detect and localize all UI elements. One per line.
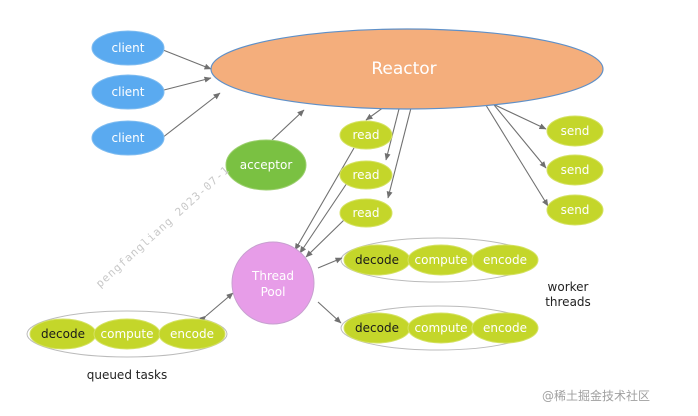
task-label: compute [415,321,468,335]
arrow-acceptor-reactor [265,109,305,147]
client-label: client [112,85,145,99]
acceptor-label: acceptor [240,158,293,172]
read-label: read [352,128,379,142]
arrow-client3-reactor [161,92,221,139]
reactor-label: Reactor [371,59,436,79]
worker-threads-caption-line1: worker [548,280,589,294]
task-label: compute [415,253,468,267]
arrow-read2-pool [299,182,348,254]
client-label: client [112,131,145,145]
worker-task-compute-2: compute [407,312,475,344]
task-label: decode [355,321,399,335]
task-label: decode [41,327,85,341]
arrow-pool-worker2 [317,301,342,324]
task-label: decode [355,253,399,267]
read-node-1: read [339,120,393,150]
arrow-pool-worker1 [317,257,343,269]
queued-group-outline [26,310,228,358]
worker-task-decode-2: decode [343,312,411,344]
send-node-1: send [546,115,604,147]
task-label: encode [170,327,214,341]
read-label: read [352,168,379,182]
arrow-client2-reactor [159,76,212,92]
thread-pool-node: Thread Pool [231,241,315,325]
watermark-text: pengfangliang 2023-07-1 [93,163,232,290]
queued-tasks-caption: queued tasks [87,368,168,382]
footer-credit: @稀土掘金技术社区 [542,388,650,403]
worker-task-encode-1: encode [471,244,539,276]
thread-pool-label-line1: Thread [251,269,294,283]
arrow-read1-pool [294,147,355,251]
queued-task-compute: compute [93,318,161,350]
client-label: client [112,41,145,55]
queued-task-decode: decode [29,318,97,350]
client-node-1: client [91,30,165,66]
arrow-reactor-send2 [489,99,547,169]
client-node-2: client [91,74,165,110]
arrow-queued-pool [199,292,234,323]
connections [157,47,549,324]
client-node-3: client [91,120,165,156]
arrow-reactor-send3 [483,101,549,207]
task-label: encode [483,253,527,267]
worker-task-decode-1: decode [343,244,411,276]
worker-threads-caption-line2: threads [545,295,591,309]
thread-pool-label-line2: Pool [261,285,286,299]
reactor-node: Reactor [210,28,604,110]
worker-task-encode-2: encode [471,312,539,344]
send-node-3: send [546,194,604,226]
worker-task-compute-1: compute [407,244,475,276]
read-node-2: read [339,160,393,190]
task-label: compute [101,327,154,341]
arrow-reactor-read3 [386,103,413,199]
send-label: send [561,124,590,138]
arrow-read3-pool [305,219,345,258]
task-label: encode [483,321,527,335]
arrow-reactor-read2 [384,104,401,161]
read-label: read [352,206,379,220]
read-node-3: read [339,198,393,228]
queued-task-encode: encode [158,318,226,350]
arrow-client1-reactor [157,47,212,70]
send-node-2: send [546,154,604,186]
acceptor-node: acceptor [225,139,307,191]
send-label: send [561,203,590,217]
send-label: send [561,163,590,177]
